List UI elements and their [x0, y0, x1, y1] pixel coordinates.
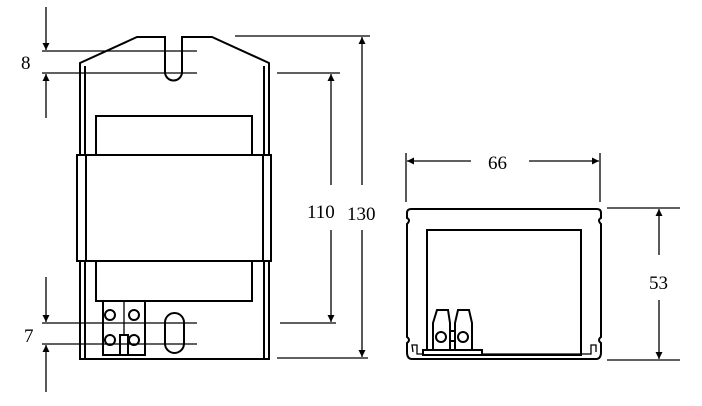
dim-label-130: 130 [347, 204, 376, 225]
terminal-block [102, 300, 146, 356]
side-view [406, 208, 602, 360]
dim-label-110: 110 [307, 202, 335, 223]
core-upper [95, 115, 253, 157]
mounting-slot [164, 312, 185, 354]
dimension-53: 53 [607, 207, 680, 361]
housing-outline [406, 208, 602, 360]
dimension-130: 130 [235, 35, 376, 359]
core-lower [95, 259, 253, 302]
dimension-8: 8 [21, 7, 197, 118]
front-view [76, 36, 272, 360]
dimension-7: 7 [24, 277, 197, 392]
dim-label-7: 7 [24, 326, 34, 347]
coil-band [76, 154, 272, 262]
side-terminal-block [422, 309, 483, 356]
dim-label-53: 53 [649, 273, 668, 294]
inner-core [426, 229, 582, 356]
dim-label-66: 66 [488, 153, 507, 174]
dimension-66: 66 [405, 153, 601, 202]
dim-label-8: 8 [21, 53, 31, 74]
bracket-outline [79, 36, 270, 360]
dimension-110: 110 [277, 72, 340, 324]
